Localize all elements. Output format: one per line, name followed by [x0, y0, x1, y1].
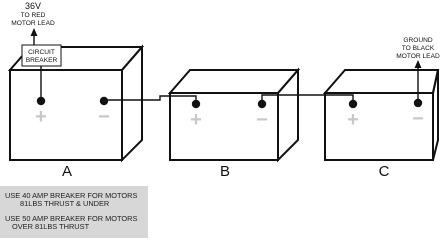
battery-a-negative-terminal	[99, 96, 109, 106]
breaker-label-line1: CIRCUIT	[28, 49, 55, 56]
battery-c-side	[432, 69, 439, 161]
battery-c-top	[322, 69, 440, 94]
battery-b	[167, 67, 301, 163]
ground-label-line2: TO BLACK	[402, 45, 435, 52]
battery-b-positive-terminal	[191, 99, 201, 109]
battery-c-letter: C	[379, 163, 390, 180]
red-lead-label-line1: TO RED	[21, 12, 46, 19]
battery-b-top	[167, 69, 301, 94]
note2-line1: USE 50 AMP BREAKER FOR MOTORS	[5, 214, 138, 223]
wire-a-to-b-end	[168, 95, 197, 103]
battery-b-side	[277, 67, 299, 163]
circuit-breaker-box	[21, 44, 62, 67]
battery-b-letter: B	[220, 163, 230, 180]
arrow-up-red-lead	[30, 28, 38, 36]
battery-a-minus-sign: −	[98, 106, 110, 128]
breaker-notes-panel: USE 40 AMP BREAKER FOR MOTORS 81LBS THRU…	[0, 186, 148, 238]
battery-c	[322, 69, 440, 161]
voltage-label: 36V	[25, 1, 41, 11]
battery-b-minus-sign: −	[256, 109, 268, 131]
battery-wiring-diagram: CIRCUIT BREAKER 36V TO RED MOTOR LEAD GR…	[7, 1, 440, 180]
battery-a-positive-terminal	[36, 96, 46, 106]
ground-label-line3: MOTOR LEAD	[396, 53, 440, 60]
battery-a-side	[121, 44, 143, 163]
note1-line1: USE 40 AMP BREAKER FOR MOTORS	[5, 191, 138, 200]
arrow-up-ground	[414, 60, 422, 68]
ground-label-line1: GROUND	[403, 37, 433, 44]
note2-line2: OVER 81LBS THRUST	[12, 222, 90, 231]
breaker-label-line2: BREAKER	[26, 57, 58, 64]
red-lead-label-line2: MOTOR LEAD	[11, 20, 55, 27]
battery-c-plus-sign: +	[347, 109, 359, 131]
battery-c-minus-sign: −	[412, 108, 424, 130]
battery-c-negative-terminal	[413, 98, 423, 108]
note1-line2: 81LBS THRUST & UNDER	[20, 199, 110, 208]
battery-a-plus-sign: +	[35, 106, 47, 128]
battery-b-negative-terminal	[257, 99, 267, 109]
battery-c-positive-terminal	[348, 99, 358, 109]
wire-b-to-c	[261, 94, 354, 103]
battery-a-letter: A	[62, 163, 72, 180]
battery-b-plus-sign: +	[190, 109, 202, 131]
wire-a-to-b	[104, 95, 168, 101]
